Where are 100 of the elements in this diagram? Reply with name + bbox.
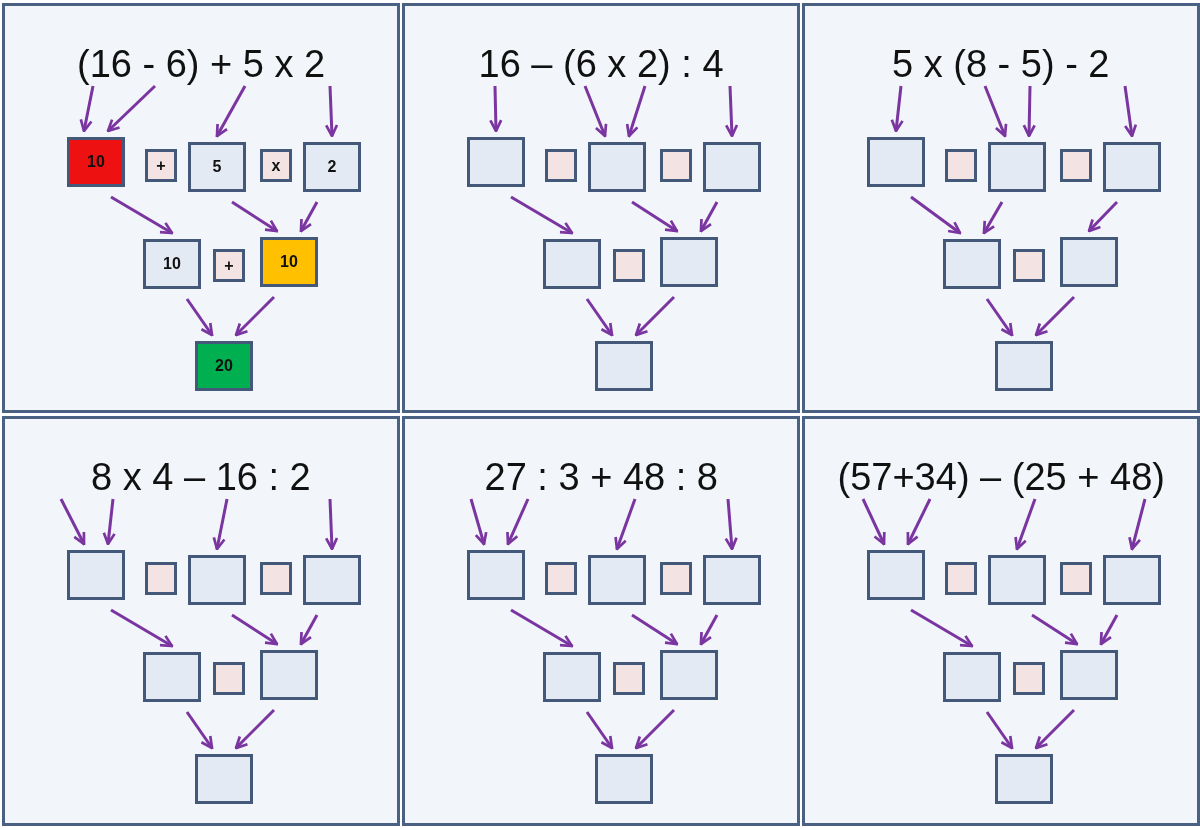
answer-box xyxy=(595,754,653,804)
expression-text: 16 – (6 x 2) : 4 xyxy=(478,42,724,86)
arrow xyxy=(724,85,739,138)
operator-box xyxy=(945,562,977,595)
arrow xyxy=(585,711,614,750)
arrow xyxy=(489,85,503,133)
operator-box: x xyxy=(260,149,292,182)
expression-text: (57+34) – (25 + 48) xyxy=(837,455,1165,499)
answer-box xyxy=(467,550,525,600)
answer-box xyxy=(188,555,246,605)
operator-box xyxy=(613,249,645,282)
arrow xyxy=(583,85,608,138)
answer-box xyxy=(1060,650,1118,700)
arrow xyxy=(324,85,339,138)
arrow xyxy=(631,613,679,646)
arrow xyxy=(299,201,319,233)
answer-box xyxy=(867,137,925,187)
answer-box xyxy=(1103,555,1161,605)
arrow xyxy=(614,498,637,551)
arrow xyxy=(910,608,974,648)
arrow xyxy=(699,201,719,233)
answer-box xyxy=(195,754,253,804)
answer-box: 20 xyxy=(195,341,253,391)
arrow xyxy=(634,708,676,750)
answer-box xyxy=(1103,142,1161,192)
arrow xyxy=(299,614,319,646)
arrow xyxy=(231,613,279,646)
arrow xyxy=(906,498,932,546)
arrow xyxy=(631,200,679,233)
operator-box xyxy=(613,662,645,695)
arrow xyxy=(1087,200,1119,233)
answer-box xyxy=(588,555,646,605)
answer-box: 10 xyxy=(143,239,201,289)
arrow xyxy=(234,295,276,337)
arrow xyxy=(102,498,116,546)
arrow xyxy=(1014,498,1037,551)
answer-box xyxy=(467,137,525,187)
arrow xyxy=(215,85,247,138)
arrow xyxy=(985,711,1014,750)
arrow xyxy=(110,608,174,648)
answer-box xyxy=(67,550,125,600)
arrow xyxy=(79,85,95,133)
answer-box: 2 xyxy=(303,142,361,192)
answer-box: 10 xyxy=(260,237,318,287)
arrow xyxy=(110,195,174,235)
answer-box xyxy=(303,555,361,605)
answer-box xyxy=(943,652,1001,702)
answer-box: 10 xyxy=(67,137,125,187)
answer-box xyxy=(660,650,718,700)
operator-box: + xyxy=(213,249,245,282)
answer-box xyxy=(660,237,718,287)
answer-box: 5 xyxy=(188,142,246,192)
arrow xyxy=(910,195,962,235)
operator-box xyxy=(260,562,292,595)
answer-box xyxy=(543,652,601,702)
answer-box xyxy=(867,550,925,600)
operator-box xyxy=(660,149,692,182)
operator-box xyxy=(945,149,977,182)
arrow xyxy=(634,295,676,337)
answer-box xyxy=(995,341,1053,391)
arrow xyxy=(1128,498,1147,551)
operator-box xyxy=(145,562,177,595)
arrow xyxy=(185,298,214,337)
arrow xyxy=(510,608,574,648)
arrow xyxy=(983,85,1008,138)
answer-box xyxy=(988,555,1046,605)
answer-box xyxy=(260,650,318,700)
answer-box xyxy=(588,142,646,192)
arrow xyxy=(324,498,339,551)
operator-box xyxy=(1013,662,1045,695)
arrow xyxy=(510,195,574,235)
arrow xyxy=(469,498,488,546)
answer-box xyxy=(703,555,761,605)
answer-box xyxy=(143,652,201,702)
answer-box xyxy=(988,142,1046,192)
arrow xyxy=(212,498,229,551)
operator-box xyxy=(1060,562,1092,595)
arrow xyxy=(1123,85,1138,138)
operator-box xyxy=(213,662,245,695)
arrow xyxy=(1034,708,1076,750)
operator-box xyxy=(545,562,577,595)
arrow xyxy=(106,84,157,133)
arrow xyxy=(1031,613,1079,646)
arrow xyxy=(59,498,86,546)
arrow xyxy=(890,85,904,133)
arrow xyxy=(861,498,886,546)
arrow xyxy=(1099,614,1119,646)
expression-text: 8 x 4 – 16 : 2 xyxy=(91,455,311,499)
arrow xyxy=(1034,295,1076,337)
operator-box xyxy=(545,149,577,182)
arrow xyxy=(625,85,647,138)
operator-box xyxy=(1060,149,1092,182)
answer-box xyxy=(1060,237,1118,287)
arrow xyxy=(985,298,1014,337)
answer-box xyxy=(703,142,761,192)
answer-box xyxy=(943,239,1001,289)
arrow xyxy=(185,711,214,750)
arrow xyxy=(234,708,276,750)
arrow xyxy=(585,298,614,337)
expression-text: (16 - 6) + 5 x 2 xyxy=(77,42,326,86)
